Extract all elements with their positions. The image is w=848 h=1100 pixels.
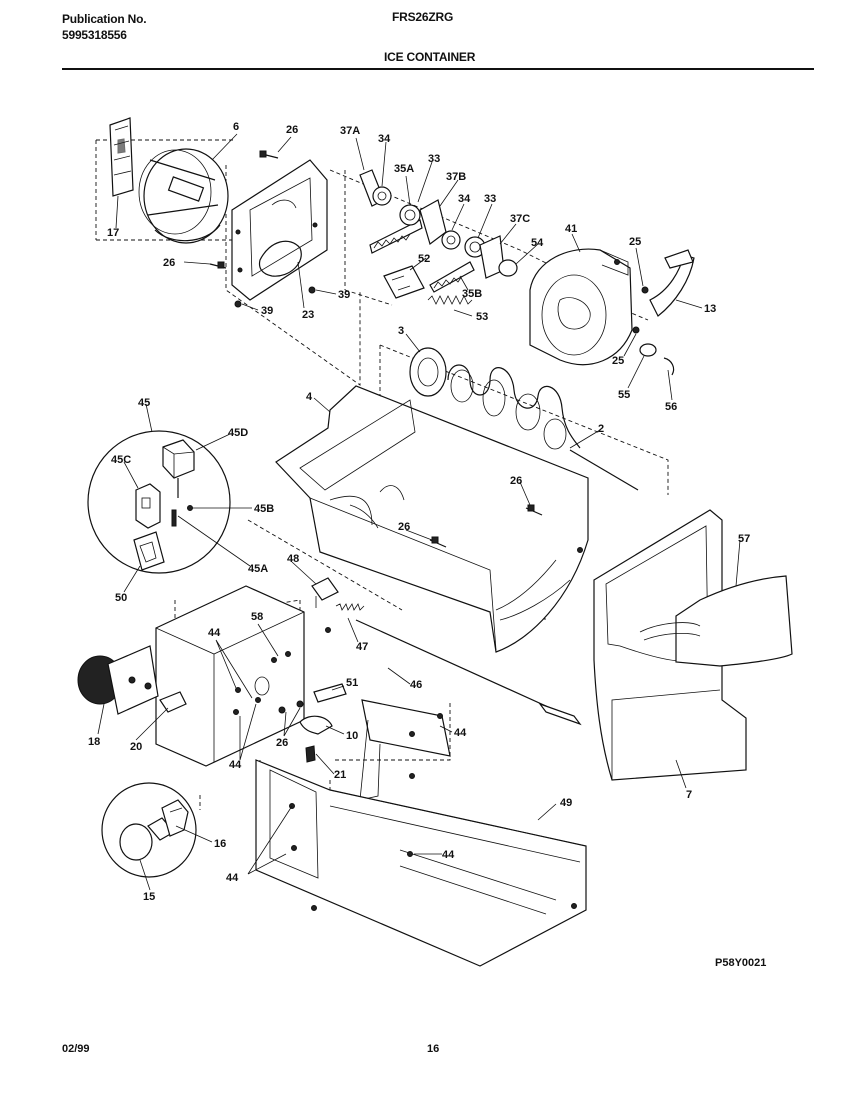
drawing-code: P58Y0021 — [715, 957, 766, 969]
callout-labels: 6 26 37A 34 35A 33 37B 34 33 37C 41 25 1… — [88, 121, 750, 903]
callout-50: 50 — [115, 592, 127, 604]
callout-6: 6 — [233, 121, 239, 133]
callout-52: 52 — [418, 253, 430, 265]
callout-45b: 45B — [254, 503, 274, 515]
part-41-housing — [529, 248, 633, 366]
callout-17: 17 — [107, 227, 119, 239]
callout-3: 3 — [398, 325, 404, 337]
callout-35a: 35A — [394, 163, 414, 175]
callout-45c: 45C — [111, 454, 131, 466]
part-49-panel — [255, 759, 587, 967]
callout-15: 15 — [143, 891, 155, 903]
callout-35b: 35B — [462, 288, 482, 300]
callout-41: 41 — [565, 223, 577, 235]
callout-37c: 37C — [510, 213, 530, 225]
callout-23: 23 — [302, 309, 314, 321]
callout-26: 26 — [276, 737, 288, 749]
part-17-gasket — [109, 117, 134, 197]
callout-46: 46 — [410, 679, 422, 691]
section-title: ICE CONTAINER — [384, 50, 476, 64]
callout-44: 44 — [454, 727, 467, 739]
callout-54: 54 — [531, 237, 544, 249]
callout-44: 44 — [208, 627, 221, 639]
callout-26: 26 — [510, 475, 522, 487]
publication-label: Publication No. — [62, 12, 147, 26]
gear-stack — [359, 169, 516, 293]
callout-26: 26 — [163, 257, 175, 269]
part-23-mount-plate — [231, 159, 328, 301]
part-53-spring — [427, 295, 473, 305]
publication-number: 5995318556 — [62, 28, 127, 42]
callout-16: 16 — [214, 838, 226, 850]
part-2-auger-coil — [447, 364, 639, 491]
part-51-sensor — [313, 683, 347, 703]
leader-lines — [97, 133, 741, 891]
callout-37a: 37A — [340, 125, 360, 137]
part-3-auger-hub — [409, 347, 447, 397]
callout-20: 20 — [130, 741, 142, 753]
callout-21: 21 — [334, 769, 346, 781]
small-parts-right — [498, 249, 695, 376]
callout-45a: 45A — [248, 563, 268, 575]
part-10-cam — [299, 715, 333, 735]
callout-45d: 45D — [228, 427, 248, 439]
part-4-ice-bucket — [275, 385, 589, 653]
callout-39: 39 — [261, 305, 273, 317]
callout-39: 39 — [338, 289, 350, 301]
callout-34: 34 — [458, 193, 471, 205]
callout-56: 56 — [665, 401, 677, 413]
callout-37b: 37B — [446, 171, 466, 183]
part-15-16-bulb-detail — [101, 782, 197, 878]
callout-48: 48 — [287, 553, 299, 565]
callout-53: 53 — [476, 311, 488, 323]
callout-44: 44 — [226, 872, 239, 884]
callout-58: 58 — [251, 611, 263, 623]
part-47-spring — [325, 603, 365, 633]
callout-25: 25 — [612, 355, 624, 367]
callout-57: 57 — [738, 533, 750, 545]
callout-25: 25 — [629, 236, 641, 248]
callout-13: 13 — [704, 303, 716, 315]
callout-55: 55 — [618, 389, 630, 401]
header-rule — [62, 68, 814, 70]
screws-26-lower — [278, 700, 304, 714]
callout-18: 18 — [88, 736, 100, 748]
callout-44: 44 — [442, 849, 455, 861]
callout-44: 44 — [229, 759, 242, 771]
callout-49: 49 — [560, 797, 572, 809]
part-46-rod — [355, 619, 582, 726]
callout-33: 33 — [428, 153, 440, 165]
callout-34: 34 — [378, 133, 391, 145]
callout-4: 4 — [306, 391, 313, 403]
callout-47: 47 — [356, 641, 368, 653]
part-45-switch-detail — [87, 430, 231, 574]
callout-2: 2 — [598, 423, 604, 435]
callout-26: 26 — [398, 521, 410, 533]
model-number: FRS26ZRG — [392, 10, 454, 24]
part-18-motor — [77, 645, 159, 715]
callout-33: 33 — [484, 193, 496, 205]
part-21-screw — [305, 745, 316, 763]
part-52-block — [383, 265, 425, 299]
part-44-bracket — [359, 699, 451, 801]
callout-51: 51 — [346, 677, 358, 689]
part-48-bracket — [311, 577, 339, 608]
callout-26: 26 — [286, 124, 298, 136]
page-number: 16 — [427, 1043, 440, 1055]
callout-7: 7 — [686, 789, 692, 801]
footer-date: 02/99 — [62, 1043, 90, 1055]
part-6-drum — [138, 148, 229, 244]
callout-10: 10 — [346, 730, 358, 742]
part-57-chute-door — [639, 575, 793, 667]
screws-26-39-top — [209, 150, 316, 308]
callout-45: 45 — [138, 397, 150, 409]
